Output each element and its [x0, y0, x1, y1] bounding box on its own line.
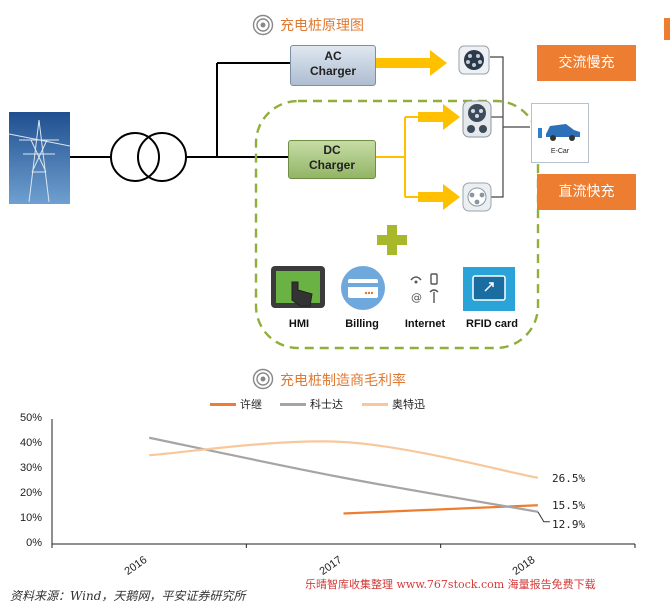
diagram-wiring — [70, 56, 540, 350]
legend-swatch — [280, 402, 306, 406]
watermark: 乐晴智库收集整理 www.767stock.com 海量报告免费下载 — [305, 578, 596, 591]
y-tick-label: 30% — [19, 462, 42, 474]
ac-charger-box: AC Charger — [290, 45, 376, 86]
y-tick-label: 10% — [19, 512, 42, 524]
legend-label: 奥特迅 — [392, 398, 425, 411]
dc-connector-icon — [462, 182, 492, 212]
module-label: Internet — [404, 318, 446, 330]
car-icon — [538, 124, 580, 141]
dc-charger-label: DC Charger — [308, 143, 355, 172]
target-icon — [252, 14, 274, 36]
ac-connector-icon — [458, 45, 490, 75]
legend-item: 奥特迅 — [362, 396, 425, 412]
y-tick-label: 0% — [26, 537, 42, 549]
legend-label: 许继 — [240, 398, 262, 411]
target-icon — [252, 368, 274, 390]
arrow-icon — [418, 184, 460, 210]
series-line-1 — [148, 436, 539, 513]
legend-swatch — [362, 402, 388, 406]
data-label: 12.9% — [552, 518, 586, 531]
ecar-box: E-Car — [531, 103, 589, 163]
series-line-2 — [149, 440, 539, 479]
svg-text:@: @ — [411, 291, 422, 304]
dc-connector-icon — [462, 100, 492, 138]
series-line-0 — [343, 504, 538, 515]
y-tick-label: 20% — [19, 487, 42, 499]
corner-accent — [664, 18, 670, 40]
arrows — [376, 50, 460, 210]
legend-label: 科士达 — [310, 398, 343, 411]
data-label: 26.5% — [552, 472, 586, 485]
legend-swatch — [210, 402, 236, 406]
dc-fast-charge-label: 直流快充 — [537, 174, 636, 210]
arrow-icon — [376, 50, 447, 76]
source-note: 资料来源：Wind，天鹅网，平安证券研究所 — [10, 589, 246, 603]
hmi-touchscreen-icon — [271, 266, 325, 308]
module-label: Billing — [345, 318, 379, 330]
ac-slow-charge-label: 交流慢充 — [537, 45, 636, 81]
rfid-card-icon — [463, 267, 515, 311]
module-label: RFID card — [466, 318, 518, 330]
legend-item: 科士达 — [280, 396, 343, 412]
module-label: HMI — [288, 318, 310, 330]
y-tick-label: 50% — [19, 412, 42, 424]
data-label: 15.5% — [552, 499, 586, 512]
power-tower-image — [9, 112, 70, 204]
ac-charger-label: AC Charger — [309, 49, 356, 78]
billing-card-icon — [341, 266, 385, 310]
chart-title: 充电桩制造商毛利率 — [280, 373, 406, 389]
dc-charger-box: DC Charger — [288, 140, 376, 179]
internet-icons: @ — [410, 273, 439, 304]
legend-item: 许继 — [210, 396, 262, 412]
y-tick-label: 40% — [19, 437, 42, 449]
arrow-icon — [418, 104, 460, 130]
diagram-title: 充电桩原理图 — [280, 18, 364, 34]
ecar-label: E-Car — [550, 148, 570, 155]
label-leader-line — [537, 511, 550, 523]
